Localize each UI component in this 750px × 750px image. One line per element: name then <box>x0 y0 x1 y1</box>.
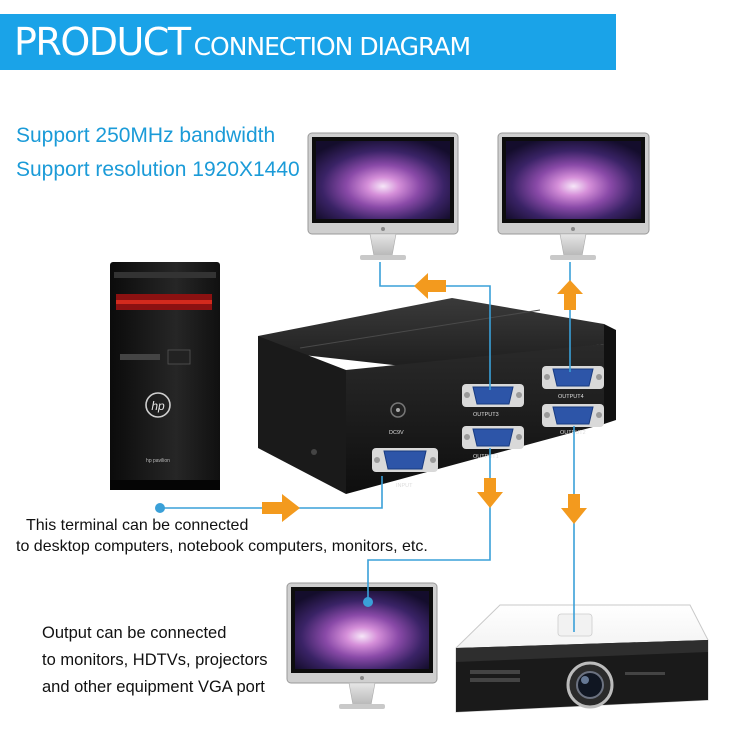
vga-port-output4 <box>542 366 604 389</box>
monitor-top-right <box>497 132 650 260</box>
banner-title-small: CONNECTION DIAGRAM <box>193 32 471 61</box>
monitor-top-left <box>307 132 459 260</box>
vga-splitter-box: INPUT DC9V OUTPUT3 OUTPUT1 OUTPUT4 <box>258 298 616 494</box>
projector <box>455 604 709 713</box>
port-label-output1: OUTPUT1 <box>473 454 499 460</box>
cable-monitor-dot <box>363 597 373 607</box>
port-label-dc9v: DC9V <box>389 430 404 436</box>
output-note-line2: to monitors, HDTVs, projectors <box>42 651 268 669</box>
arrow-left-icon <box>414 273 446 299</box>
cable-input-dot <box>155 503 165 513</box>
port-label-output2: OUTPUT2 <box>560 430 586 436</box>
vga-port-input <box>372 448 438 472</box>
output-note-line1: Output can be connected <box>42 624 227 642</box>
arrow-down-icon <box>477 478 503 508</box>
vga-port-output3 <box>462 384 524 407</box>
port-label-output3: OUTPUT3 <box>473 412 499 418</box>
banner-title-big: PRODUCT <box>14 20 191 64</box>
cable-input <box>160 476 383 509</box>
input-note-line2: to desktop computers, notebook computers… <box>16 538 428 555</box>
arrow-down-icon <box>561 494 587 524</box>
spec-bandwidth: Support 250MHz bandwidth <box>16 124 276 147</box>
hp-logo: hp <box>151 399 165 413</box>
hp-model-text: hp pavilion <box>146 458 170 464</box>
vga-port-output1 <box>462 426 524 449</box>
arrow-up-icon <box>557 280 583 310</box>
port-label-output4: OUTPUT4 <box>558 394 584 400</box>
output-note-line3: and other equipment VGA port <box>42 678 265 696</box>
vga-port-output2 <box>542 404 604 427</box>
spec-resolution: Support resolution 1920X1440 <box>16 158 300 181</box>
desktop-computer: hp hp pavilion <box>110 262 220 490</box>
arrow-right-icon <box>262 494 300 522</box>
port-label-input: INPUT <box>396 483 413 489</box>
input-note-line1: This terminal can be connected <box>26 517 249 534</box>
monitor-bottom <box>286 582 438 709</box>
